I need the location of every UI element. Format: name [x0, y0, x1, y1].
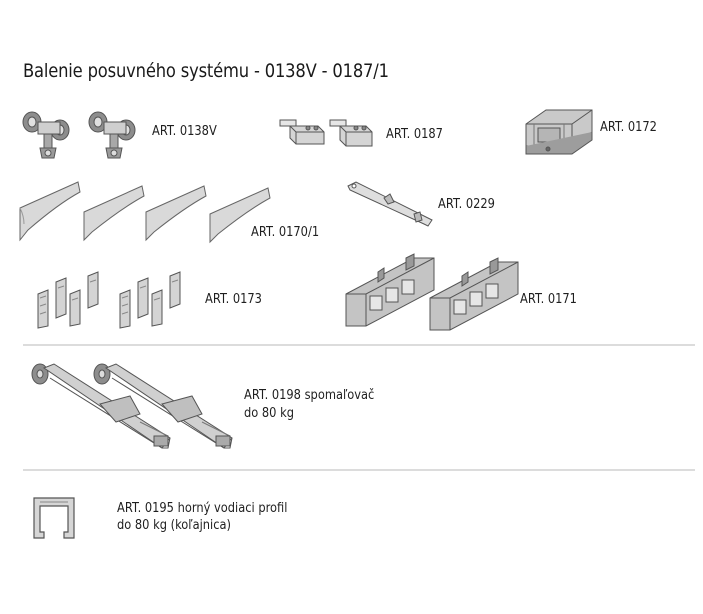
label-art-0171: ART. 0171	[520, 292, 577, 307]
label-art-0172: ART. 0172	[600, 120, 657, 135]
roller-icon	[22, 111, 136, 159]
label-art-0173: ART. 0173	[205, 292, 262, 307]
label-art-0195-line2: do 80 kg (koľajnica)	[117, 518, 231, 533]
cover-profile-icon	[19, 181, 271, 244]
label-art-0198-line2: do 80 kg	[244, 406, 294, 421]
label-art-0138v: ART. 0138V	[152, 124, 217, 139]
soft-close-icon	[31, 363, 233, 449]
page-title: Balenie posuvného systému - 0138V - 0187…	[23, 60, 389, 82]
rail-profile-icon	[33, 497, 75, 539]
clip-icon	[37, 271, 181, 329]
label-art-0195-line1: ART. 0195 horný vodiaci profil	[117, 501, 288, 516]
label-art-0187: ART. 0187	[386, 127, 443, 142]
bracket-icon	[279, 119, 373, 147]
label-art-0170-1: ART. 0170/1	[251, 225, 320, 240]
divider	[23, 344, 695, 346]
holder-icon	[345, 253, 519, 331]
stopper-icon	[525, 109, 593, 155]
label-art-0229: ART. 0229	[438, 197, 495, 212]
label-art-0198-line1: ART. 0198 spomaľovač	[244, 388, 375, 403]
key-icon	[347, 181, 433, 227]
divider	[23, 469, 695, 471]
